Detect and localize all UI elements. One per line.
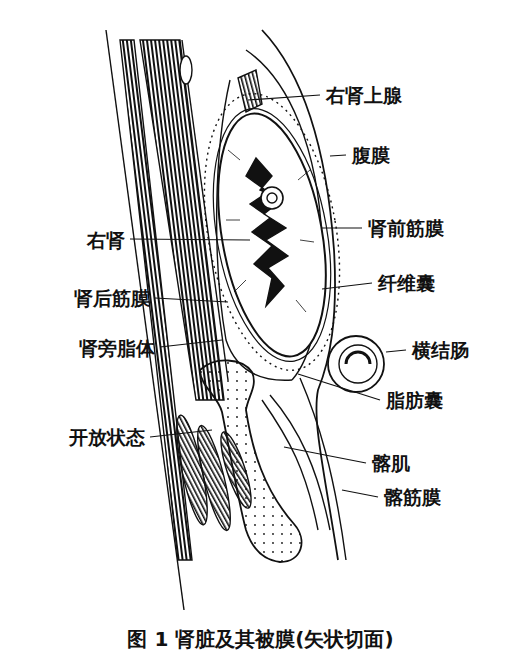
vessel: [180, 56, 192, 84]
callout-label: 脂肪囊: [386, 389, 443, 412]
callout-label: 肾前筋膜: [368, 217, 444, 240]
callout-label: 纤维囊: [378, 272, 435, 295]
renal-vessel: [261, 187, 283, 209]
ilium-bone: [200, 360, 302, 562]
adrenal: [238, 70, 262, 112]
kidney-rays: [226, 150, 314, 312]
callout-label: 肾旁脂体: [79, 337, 155, 360]
colon: [328, 336, 384, 392]
callout-label: 横结肠: [412, 339, 469, 362]
fat-capsule: [185, 83, 360, 381]
callout-label: 开放状态: [69, 426, 145, 449]
renal-vessel: [267, 193, 277, 203]
leader-lines: [130, 95, 406, 497]
callout-label: 髂筋膜: [384, 486, 441, 509]
callout-label: 髂肌: [372, 452, 410, 475]
fibrous-capsule: [196, 99, 349, 370]
callout-label: 右肾: [87, 229, 125, 252]
callout-label: 肾后筋膜: [74, 287, 150, 310]
kidney: [201, 105, 342, 365]
callout-label: 腹膜: [352, 144, 390, 167]
figure-caption: 图 1 肾脏及其被膜(矢状切面): [0, 626, 521, 653]
callout-label: 右肾上腺: [326, 84, 402, 107]
colon: [339, 345, 377, 383]
renal-pelvis: [246, 158, 288, 306]
colon: [346, 352, 370, 364]
